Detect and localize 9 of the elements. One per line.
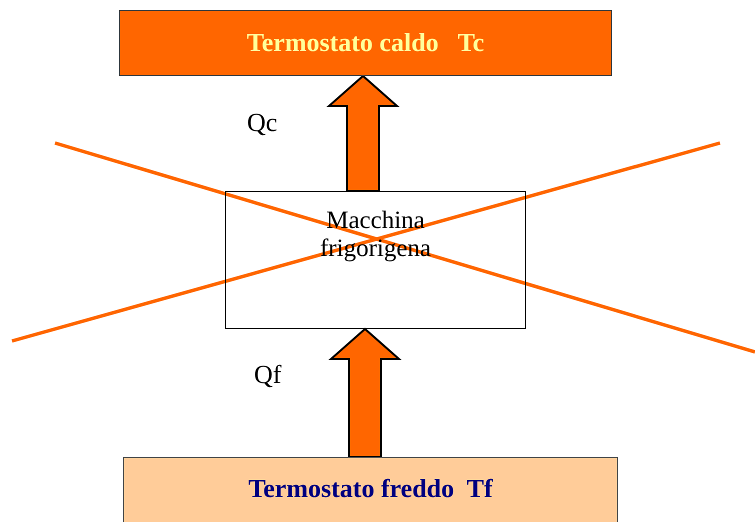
reservoir-box	[119, 10, 612, 76]
edge-label: Qf	[254, 360, 282, 390]
node-label: Termostato caldo Tc	[246, 28, 484, 58]
block-arrow	[326, 74, 400, 192]
node-label: Termostato freddo Tf	[248, 475, 493, 504]
machine-box	[225, 191, 526, 329]
reservoir-box	[123, 457, 618, 522]
edge-label: Qc	[247, 108, 278, 138]
block-arrow	[328, 328, 402, 458]
